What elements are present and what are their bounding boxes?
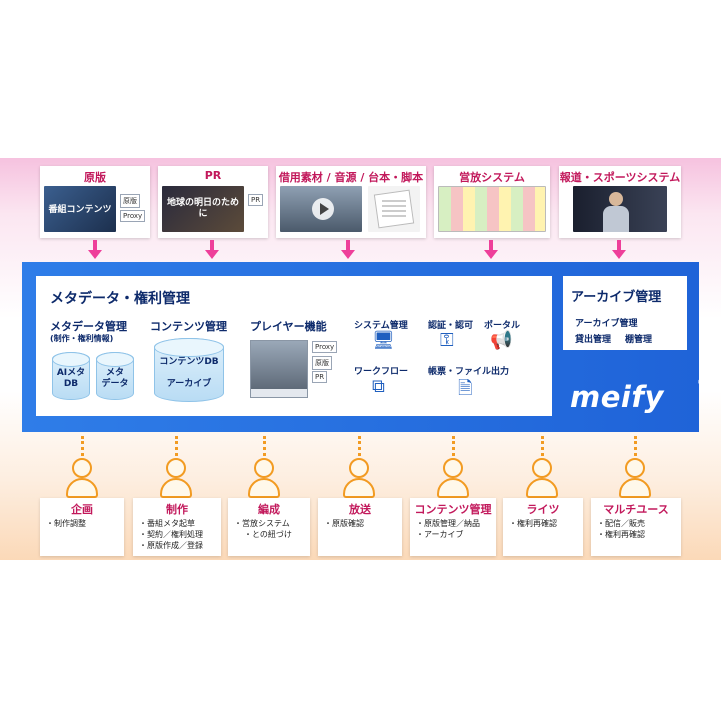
metadata-subtitle: (制作・権利情報) [50,333,113,344]
person-icon [157,454,195,500]
player-title: プレイヤー機能 [250,318,327,334]
source-card-borrowed: 借用素材 / 音源 / 台本・脚本 [276,166,426,238]
source-card-eihou: 営放システム [434,166,550,238]
arrow-down-icon [612,250,626,259]
play-icon[interactable] [312,198,334,220]
thumb-text: 番組コンテンツ [44,202,116,215]
role-title: 企画 [40,501,124,517]
archive-label: アーカイブ [155,379,223,390]
lending-management-item: 貸出管理 [575,332,611,345]
meify-platform-band: メタデータ・権利管理 メタデータ管理 (制作・権利情報) AIメタ DB メタ … [22,262,699,432]
arrow-down-icon [88,250,102,259]
role-task: 原版管理／納品 [416,518,480,529]
role-card-multi-use: マルチユース 配信／販売 権利再確認 [591,498,681,556]
role-title: コンテンツ管理 [410,501,496,517]
megaphone-icon: 📢 [490,330,512,351]
diagram: 原版 番組コンテンツ 原版 Proxy PR 地球の明日のために PR 借用素材… [0,158,721,560]
crowd-thumbnail [280,186,362,232]
genban-thumbnail: 番組コンテンツ [44,186,116,232]
role-task: 原版作成／登録 [139,540,203,551]
role-task: 番組メタ起草 [139,518,203,529]
registered-mark: ® [697,378,706,388]
db-label: コンテンツDB [155,357,223,368]
monitor-gear-icon: 🖥 [372,330,395,351]
role-task: との紐づけ [234,529,292,540]
role-card-contents-management: コンテンツ管理 原版管理／納品 アーカイブ [410,498,496,556]
pr-thumbnail: 地球の明日のために [162,186,244,232]
key-icon: ⚿ [440,330,454,351]
archive-title: アーカイブ管理 [571,286,661,305]
player-preview[interactable] [250,340,308,398]
db-label: AIメタ DB [53,368,89,390]
shelf-management-item: 棚管理 [625,332,652,345]
person-icon [245,454,283,500]
role-title: マルチユース [591,501,681,517]
tag-genban: 原版 [312,356,332,370]
role-task: 権利再確認 [597,529,645,540]
source-title: 原版 [40,169,150,185]
archive-management-panel: アーカイブ管理 アーカイブ管理 貸出管理 棚管理 [563,276,687,350]
role-title: ライツ [503,501,583,517]
role-title: 放送 [318,501,402,517]
source-title: 報道・スポーツシステム [559,169,681,185]
source-title: 借用素材 / 音源 / 台本・脚本 [276,169,426,185]
source-card-genban: 原版 番組コンテンツ 原版 Proxy [40,166,150,238]
source-title: PR [158,169,268,182]
ai-meta-db-icon: AIメタ DB [52,352,90,400]
metadata-rights-panel: メタデータ・権利管理 メタデータ管理 (制作・権利情報) AIメタ DB メタ … [36,276,552,416]
thumb-text: 地球の明日のために [166,198,240,220]
panel-title: メタデータ・権利管理 [50,288,190,308]
arrow-down-icon [205,250,219,259]
workflow-icon: ⧉ [372,376,385,397]
metadata-db-icon: メタ データ [96,352,134,400]
role-task: 制作調整 [46,518,86,529]
metadata-title: メタデータ管理 [50,318,127,334]
role-card-kikaku: 企画 制作調整 [40,498,124,556]
role-card-rights: ライツ 権利再確認 [503,498,583,556]
person-icon [616,454,654,500]
contents-title: コンテンツ管理 [150,318,227,334]
arrow-down-icon [341,250,355,259]
role-card-seisaku: 制作 番組メタ起草 契約／権利処理 原版作成／登録 [133,498,221,556]
source-card-news-sports: 報道・スポーツシステム [559,166,681,238]
tag-genban: 原版 [120,194,140,208]
source-title: 営放システム [434,169,550,185]
person-icon [63,454,101,500]
role-card-housou: 放送 原版確認 [318,498,402,556]
source-card-pr: PR 地球の明日のために PR [158,166,268,238]
document-list-icon: 🗎 [458,376,472,406]
news-anchor-thumbnail [573,186,667,232]
role-task: 配信／販売 [597,518,645,529]
role-title: 制作 [133,501,221,517]
role-title: 編成 [228,501,310,517]
tag-pr: PR [248,194,263,206]
person-icon [434,454,472,500]
archive-management-item: アーカイブ管理 [575,316,637,329]
role-task: 権利再確認 [509,518,557,529]
role-task: 営放システム [234,518,292,529]
tag-pr: PR [312,371,327,383]
contents-db-icon: コンテンツDB アーカイブ [154,338,224,402]
schedule-grid-thumbnail [438,186,546,232]
arrow-down-icon [484,250,498,259]
script-document-icon [368,186,420,232]
person-icon [340,454,378,500]
role-task: 原版確認 [324,518,364,529]
tag-proxy: Proxy [120,210,145,222]
db-label: メタ データ [97,368,133,390]
tag-proxy: Proxy [312,341,337,353]
role-task: 契約／権利処理 [139,529,203,540]
role-card-hensei: 編成 営放システム との紐づけ [228,498,310,556]
person-icon [523,454,561,500]
meify-logo: meify [570,380,664,414]
role-task: アーカイブ [416,529,480,540]
